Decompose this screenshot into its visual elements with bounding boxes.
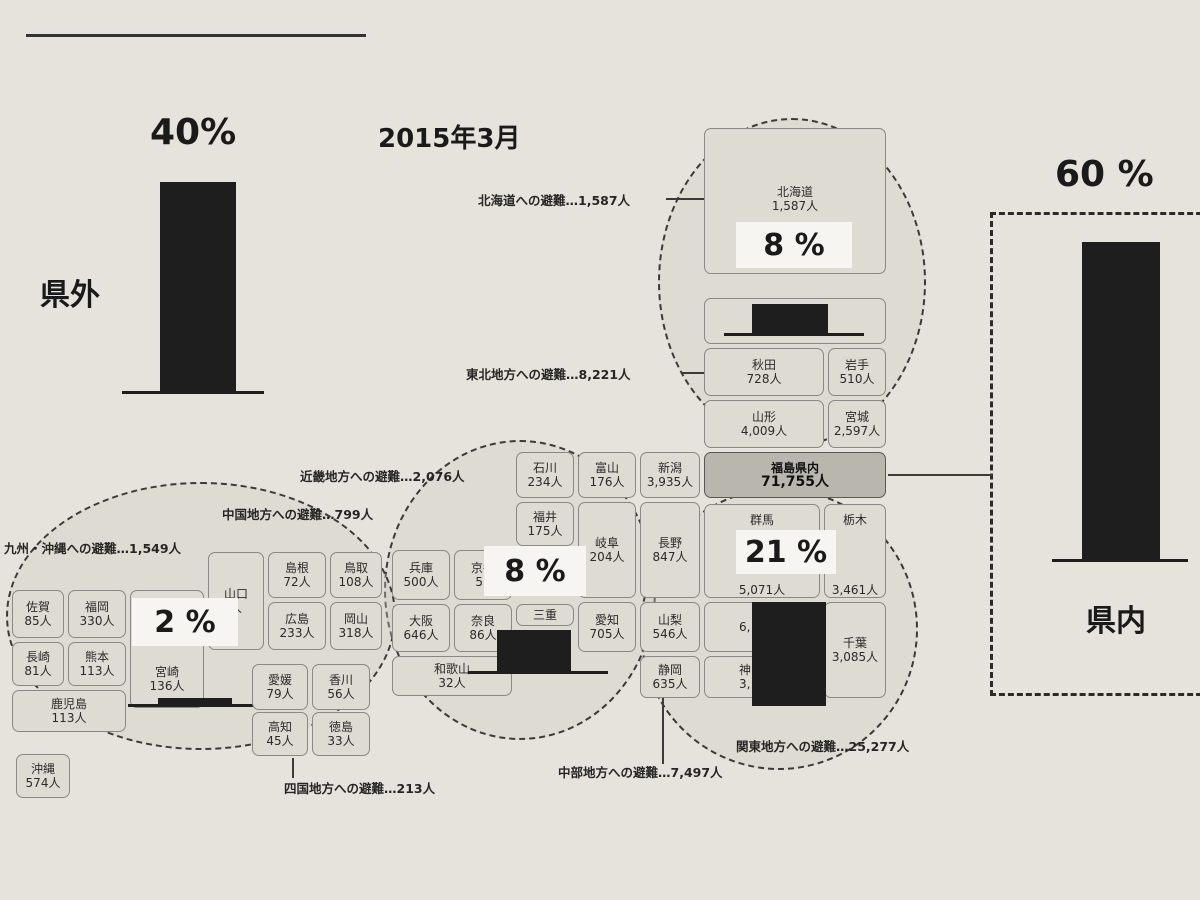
pct-chubu-kinki: 8 % — [484, 546, 586, 596]
west-bar — [158, 698, 232, 706]
label-hokkaido: 北海道への避難…1,587人 — [478, 193, 631, 208]
label-chubu: 中部地方への避難…7,497人 — [558, 765, 723, 780]
pref-aichi: 愛知 705人 — [578, 602, 636, 652]
inside-baseline — [1052, 559, 1188, 562]
pref-okayama: 岡山 318人 — [330, 602, 382, 650]
tohoku-baseline — [724, 333, 864, 336]
inside-bar — [1082, 242, 1160, 560]
date-label: 2015年3月 — [378, 124, 521, 154]
connector-fukushima-inside — [888, 474, 992, 476]
inside-dashed-frame — [990, 212, 1200, 696]
pref-niigata: 新潟 3,935人 — [640, 452, 700, 498]
leader-hokkaido — [666, 198, 704, 200]
pref-fukui: 福井 175人 — [516, 502, 574, 546]
pct-hokkaido-tohoku: 8 % — [736, 222, 852, 268]
chubu-kinki-baseline — [468, 671, 608, 674]
inside-percentage: 60 % — [1055, 154, 1154, 195]
pref-saga: 佐賀 85人 — [12, 590, 64, 638]
pref-okinawa: 沖縄 574人 — [16, 754, 70, 798]
label-kinki: 近畿地方への避難…2,076人 — [300, 469, 465, 484]
pref-nagasaki: 長崎 81人 — [12, 642, 64, 686]
pref-wakayama: 和歌山 32人 — [392, 656, 512, 696]
pref-gifu: 岐阜 204人 — [578, 502, 636, 598]
pref-kagawa: 香川 56人 — [312, 664, 370, 710]
chubu-kinki-bar — [497, 630, 571, 672]
leader-tohoku — [682, 372, 704, 374]
pref-miyagi: 宮城 2,597人 — [828, 400, 886, 448]
tohoku-bar — [752, 304, 828, 334]
pref-hiroshima: 広島 233人 — [268, 602, 326, 650]
pref-yamanashi: 山梨 546人 — [640, 602, 700, 652]
outside-label: 県外 — [40, 278, 100, 313]
pref-fukuoka: 福岡 330人 — [68, 590, 126, 638]
leader-shikoku — [292, 758, 294, 778]
outside-bar — [160, 182, 236, 392]
pref-mie: 三重 — [516, 604, 574, 626]
pref-iwate: 岩手 510人 — [828, 348, 886, 396]
west-baseline — [128, 704, 260, 707]
label-shikoku: 四国地方への避難…213人 — [284, 781, 436, 796]
pref-tottori: 鳥取 108人 — [330, 552, 382, 598]
pref-nagano: 長野 847人 — [640, 502, 700, 598]
label-tohoku: 東北地方への避難…8,221人 — [466, 367, 631, 382]
pref-osaka: 大阪 646人 — [392, 604, 450, 652]
pref-tokushima: 徳島 33人 — [312, 712, 370, 756]
pref-shizuoka: 静岡 635人 — [640, 656, 700, 698]
pref-ehime: 愛媛 79人 — [252, 664, 308, 710]
label-kyushu: 九州・沖縄への避難…1,549人 — [4, 541, 182, 556]
inside-label: 県内 — [1086, 604, 1146, 639]
pref-akita: 秋田 728人 — [704, 348, 824, 396]
pref-hyogo: 兵庫 500人 — [392, 550, 450, 600]
pref-shimane: 島根 72人 — [268, 552, 326, 598]
pref-kagoshima: 鹿児島 113人 — [12, 690, 126, 732]
pref-kumamoto: 熊本 113人 — [68, 642, 126, 686]
label-chugoku: 中国地方への避難…799人 — [222, 507, 374, 522]
header-rule — [26, 34, 366, 37]
pct-kanto: 21 % — [736, 530, 836, 574]
pct-west: 2 % — [132, 598, 238, 646]
pref-fukushima: 福島県内 71,755人 — [704, 452, 886, 498]
pref-toyama: 富山 176人 — [578, 452, 636, 498]
kanto-bar — [752, 602, 826, 706]
pref-yamagata: 山形 4,009人 — [704, 400, 824, 448]
pref-kochi: 高知 45人 — [252, 712, 308, 756]
pref-chiba: 千葉 3,085人 — [824, 602, 886, 698]
outside-percentage: 40% — [150, 112, 237, 153]
outside-baseline — [122, 391, 264, 394]
label-kanto: 関東地方への避難…25,277人 — [736, 739, 910, 754]
leader-chubu — [662, 698, 664, 764]
pref-ishikawa: 石川 234人 — [516, 452, 574, 498]
